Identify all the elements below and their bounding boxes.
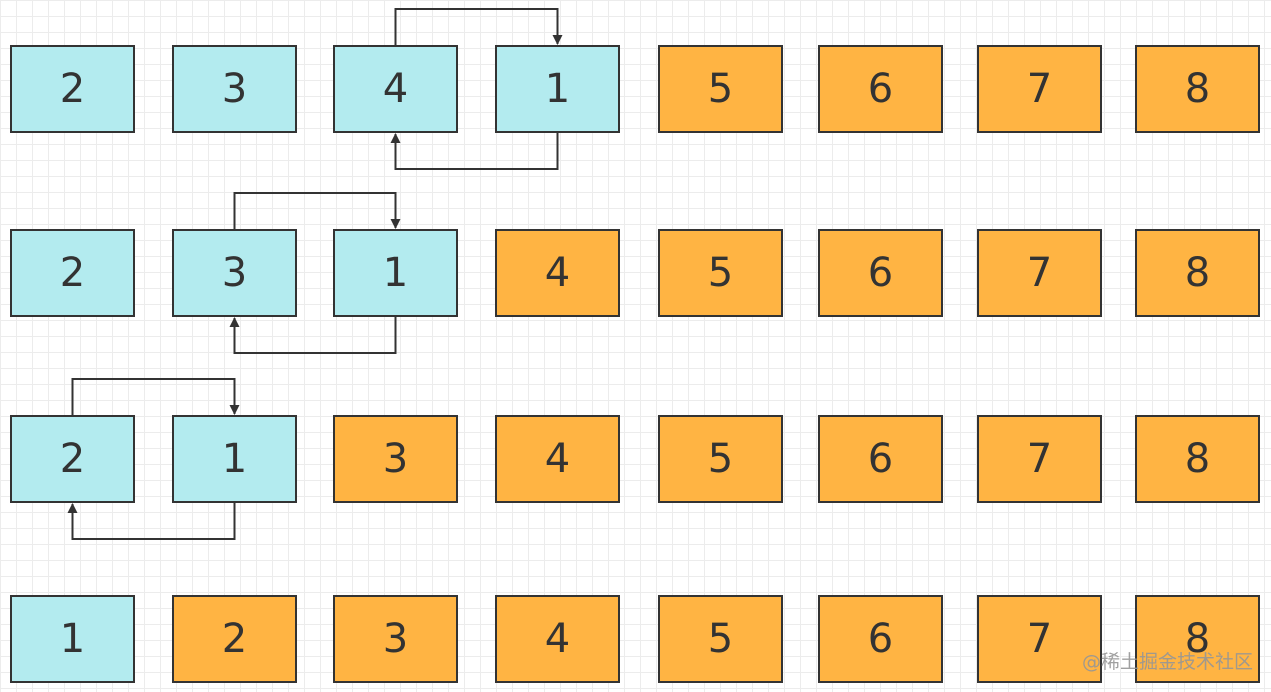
swap-arrow-top-row3 bbox=[71, 378, 240, 415]
swap-arrow-bottom-row3 bbox=[67, 503, 236, 540]
cell-row4-col2: 2 bbox=[172, 595, 297, 683]
cell-row3-col3: 3 bbox=[333, 415, 458, 503]
cell-row1-col2: 3 bbox=[172, 45, 297, 133]
cell-row2-col3: 1 bbox=[333, 229, 458, 317]
cell-row3-col1: 2 bbox=[10, 415, 135, 503]
cell-row3-col6: 6 bbox=[818, 415, 943, 503]
cell-row1-col8: 8 bbox=[1135, 45, 1260, 133]
cell-row3-col4: 4 bbox=[495, 415, 620, 503]
cell-row3-col5: 5 bbox=[658, 415, 783, 503]
cell-row4-col1: 1 bbox=[10, 595, 135, 683]
cell-row4-col3: 3 bbox=[333, 595, 458, 683]
cell-row2-col7: 7 bbox=[977, 229, 1102, 317]
swap-arrow-bottom-row2 bbox=[229, 317, 397, 354]
swap-arrow-bottom-row1 bbox=[390, 133, 559, 170]
swap-arrow-top-row1 bbox=[394, 8, 563, 45]
cell-row1-col4: 1 bbox=[495, 45, 620, 133]
cell-row2-col4: 4 bbox=[495, 229, 620, 317]
cell-row2-col6: 6 bbox=[818, 229, 943, 317]
cell-row2-col1: 2 bbox=[10, 229, 135, 317]
cell-row4-col4: 4 bbox=[495, 595, 620, 683]
cell-row2-col5: 5 bbox=[658, 229, 783, 317]
swap-arrow-top-row2 bbox=[233, 192, 401, 229]
cell-row4-col7: 7 bbox=[977, 595, 1102, 683]
cell-row3-col7: 7 bbox=[977, 415, 1102, 503]
watermark: @稀土掘金技术社区 bbox=[1081, 651, 1253, 673]
cell-row1-col3: 4 bbox=[333, 45, 458, 133]
cell-row4-col6: 6 bbox=[818, 595, 943, 683]
cell-row3-col2: 1 bbox=[172, 415, 297, 503]
cell-row1-col6: 6 bbox=[818, 45, 943, 133]
cell-row1-col5: 5 bbox=[658, 45, 783, 133]
cell-row2-col8: 8 bbox=[1135, 229, 1260, 317]
cell-row4-col5: 5 bbox=[658, 595, 783, 683]
cell-row3-col8: 8 bbox=[1135, 415, 1260, 503]
cell-row1-col1: 2 bbox=[10, 45, 135, 133]
cell-row4-col8: 8 bbox=[1135, 595, 1260, 683]
cell-row2-col2: 3 bbox=[172, 229, 297, 317]
cell-row1-col7: 7 bbox=[977, 45, 1102, 133]
